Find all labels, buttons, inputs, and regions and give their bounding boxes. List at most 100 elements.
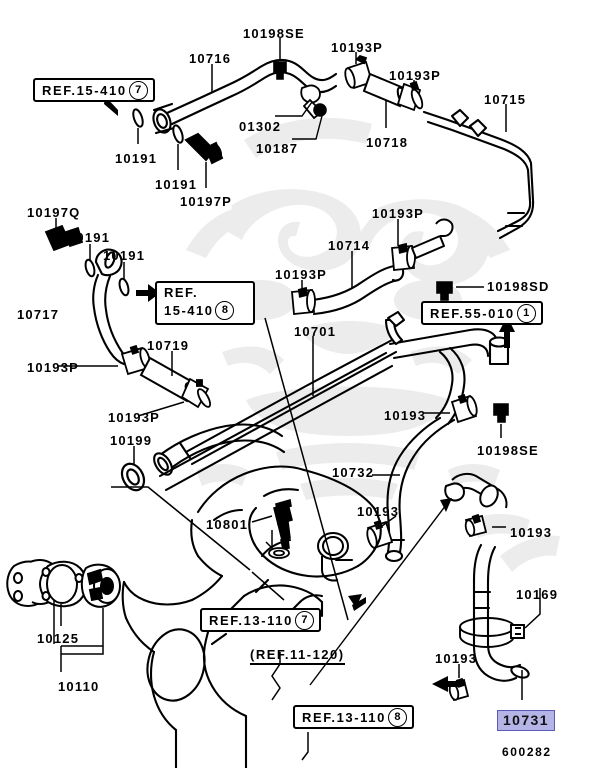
- leader-10801-seat: [265, 530, 273, 550]
- bolt-10197P: [184, 132, 224, 165]
- part-label-10732[interactable]: 10732: [332, 465, 375, 480]
- engine-port-ring: [317, 532, 349, 582]
- ref-box-15-410-8[interactable]: REF. 15-410 8: [155, 281, 255, 325]
- part-label-10191[interactable]: 10191: [103, 248, 146, 263]
- part-label-10197p[interactable]: 10197P: [180, 194, 233, 209]
- clamp-10193-c: [464, 513, 488, 538]
- hose-10716-assembly: [152, 58, 338, 135]
- part-label-10193[interactable]: 10193: [384, 408, 427, 423]
- part-label-10193p[interactable]: 10193P: [275, 267, 328, 282]
- part-label-10718[interactable]: 10718: [366, 135, 409, 150]
- part-label-10187[interactable]: 10187: [256, 141, 299, 156]
- part-label-10801[interactable]: 10801: [206, 517, 249, 532]
- part-label-10197q[interactable]: 10197Q: [27, 205, 81, 220]
- ref-box-13-110-8-text: REF.13-110: [302, 709, 386, 725]
- leader-10169: [524, 600, 541, 629]
- clamp-10193-a: [450, 393, 478, 424]
- part-label-10193p[interactable]: 10193P: [331, 40, 384, 55]
- part-label-10193[interactable]: 10193: [357, 504, 400, 519]
- part-label-10193p[interactable]: 10193P: [389, 68, 442, 83]
- part-label-10110[interactable]: 10110: [58, 679, 100, 694]
- leader-10199: [111, 486, 251, 571]
- ref-box-13-110-7[interactable]: REF.13-110 7: [200, 608, 321, 632]
- ref-box-13-110-8[interactable]: REF.13-110 8: [293, 705, 414, 729]
- ref-box-13-110-7-text: REF.13-110: [209, 612, 293, 628]
- part-label-10701[interactable]: 10701: [294, 324, 337, 339]
- part-label-10198se[interactable]: 10198SE: [243, 26, 305, 41]
- leader-10801: [251, 515, 273, 523]
- part-label-10193p[interactable]: 10193P: [108, 410, 161, 425]
- hose-left-lower: [153, 423, 286, 476]
- washer-10191-top-b: [172, 124, 184, 144]
- pipe-10715: [422, 108, 535, 240]
- arrow-ref-13-110-8: [432, 676, 460, 692]
- bolt-10198SD: [436, 281, 453, 301]
- part-label-10717[interactable]: 10717: [17, 307, 60, 322]
- highlighted-part-number[interactable]: 10731: [497, 710, 555, 731]
- clamp-10193P-d: [180, 377, 211, 409]
- part-label-10125[interactable]: 10125: [37, 631, 80, 646]
- ref-box-15-410-8-text-line1: REF.: [164, 285, 199, 300]
- washer-10801-seat: [268, 547, 290, 559]
- hose-10731: [472, 543, 530, 682]
- nipple-mid-right: [444, 472, 508, 509]
- leader-ref-13-110-7: [251, 571, 285, 601]
- leader-ref-13-110-8: [301, 732, 309, 761]
- clamp-10193P-e: [291, 286, 316, 315]
- washer-10191-left-a: [84, 258, 96, 278]
- label-leaders: [53, 38, 541, 644]
- ref-box-15-410-7-circle: 7: [128, 80, 148, 100]
- part-label-10719[interactable]: 10719: [147, 338, 190, 353]
- bolt-10198SE-lower: [493, 403, 509, 423]
- part-label-10193p[interactable]: 10193P: [372, 206, 425, 221]
- ref-box-55-010-1[interactable]: REF.55-010 1: [421, 301, 543, 325]
- ref-box-13-110-7-circle: 7: [294, 610, 314, 630]
- part-label-10193[interactable]: 10193: [435, 651, 478, 666]
- leader-10110: [60, 608, 104, 672]
- arrow-ref-15-410-8: [136, 284, 160, 302]
- pipe-10701: [158, 310, 510, 492]
- part-label-10715[interactable]: 10715: [484, 92, 527, 107]
- part-label-10716[interactable]: 10716: [189, 51, 232, 66]
- thermostat-assembly: [6, 559, 121, 608]
- part-label-10714[interactable]: 10714: [328, 238, 371, 253]
- ref-box-55-010-1-text: REF.55-010: [430, 305, 515, 321]
- part-label-10198se[interactable]: 10198SE: [477, 443, 539, 458]
- part-label-10198sd[interactable]: 10198SD: [487, 279, 550, 294]
- ref-plain-11-120[interactable]: (REF.11-120): [250, 648, 345, 665]
- ref-box-15-410-7-text: REF.15-410: [42, 82, 127, 98]
- diagram-id-code: 600282: [502, 745, 552, 759]
- part-label-10191[interactable]: 10191: [115, 151, 158, 166]
- part-label-10193p[interactable]: 10193P: [27, 360, 80, 375]
- leader-10187: [292, 115, 323, 140]
- part-label-10193[interactable]: 10193: [510, 525, 553, 540]
- part-label-10169[interactable]: 10169: [516, 587, 559, 602]
- part-label-10191[interactable]: 10191: [155, 177, 198, 192]
- ref-box-55-010-1-circle: 1: [516, 303, 536, 323]
- leader-long-diagonal: [264, 317, 349, 621]
- part-label-10199[interactable]: 10199: [110, 433, 153, 448]
- part-label-01302[interactable]: 01302: [239, 119, 282, 134]
- leader-10193-b: [381, 515, 397, 527]
- ref-box-13-110-8-circle: 8: [387, 707, 407, 727]
- ref-box-15-410-8-circle: 8: [215, 301, 235, 320]
- arrow-to-10731: [309, 498, 452, 686]
- sensor-10801: [273, 498, 293, 550]
- leader-01302: [275, 101, 313, 117]
- bolt-10197Q: [44, 224, 84, 252]
- arrow-ref-13-110-7: [348, 594, 366, 611]
- ref-box-15-410-7[interactable]: REF.15-410 7: [33, 78, 155, 102]
- part-label-10191[interactable]: 10191: [68, 230, 111, 245]
- ref-box-15-410-8-text-line2: 15-410: [164, 303, 214, 318]
- pipe-short-upper-right: [411, 218, 454, 259]
- hose-10717: [92, 248, 138, 366]
- background-watermark: [186, 117, 560, 572]
- washer-10191-top-a: [132, 108, 144, 128]
- clamp-10169: [459, 617, 525, 648]
- leader-ref-11-120: [271, 652, 281, 701]
- clamp-10193P-b: [396, 80, 424, 112]
- bolt-10198SE-top: [273, 61, 287, 80]
- ring-10199: [120, 462, 146, 492]
